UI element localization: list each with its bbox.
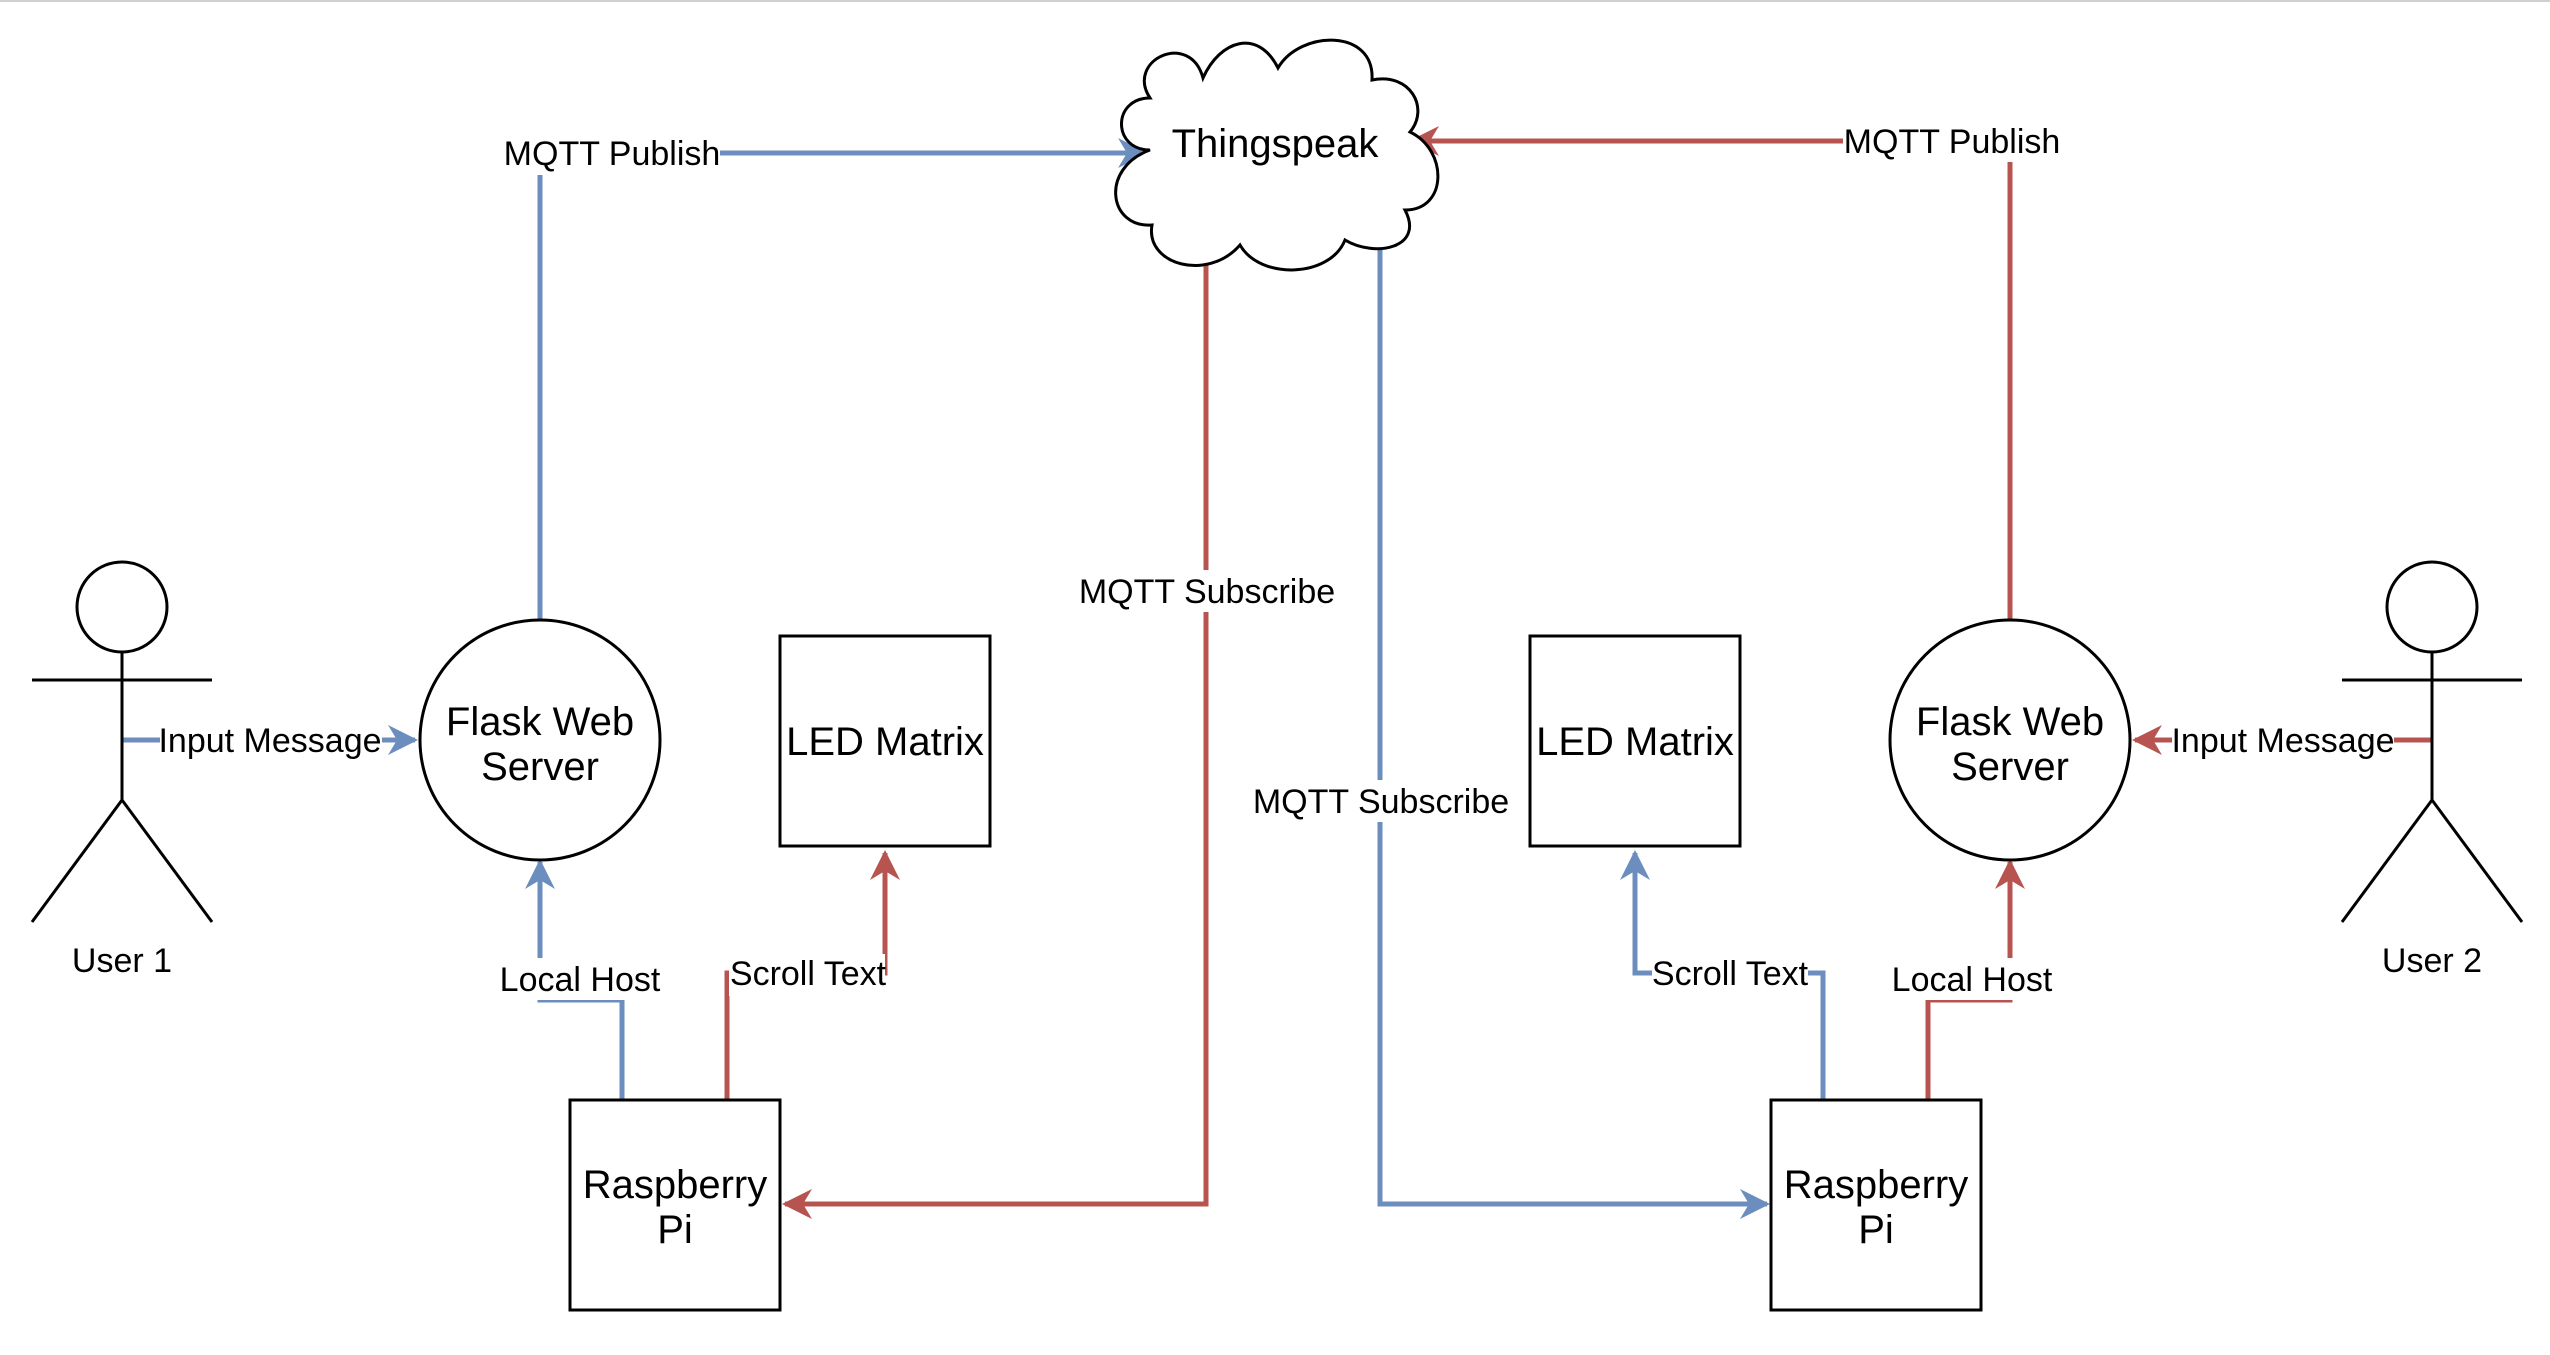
label-bg-left-localhost <box>498 958 664 1000</box>
label-bg-right-localhost <box>1890 958 2056 1000</box>
flask-web-server-right[interactable]: Flask Web Server <box>1888 618 2132 862</box>
label-right-localhost: Local Host <box>1892 961 2053 999</box>
flask-right-line1: Flask Web <box>1916 700 2104 744</box>
pi-left-line1: Raspberry <box>583 1163 768 1207</box>
led-matrix-right[interactable]: LED Matrix <box>1528 634 1742 848</box>
label-bg-right-input <box>2172 720 2394 762</box>
raspberry-pi-right[interactable]: Raspberry Pi <box>1769 1098 1983 1312</box>
edge-left-publish[interactable] <box>537 138 1148 620</box>
label-bg-right-publish <box>1843 120 2065 162</box>
label-bg-red-subscribe <box>1078 570 1336 612</box>
user-1-label: User 1 <box>72 942 172 980</box>
label-bg-left-scroll <box>729 954 885 996</box>
label-left-publish: MQTT Publish <box>504 135 721 173</box>
label-left-scroll: Scroll Text <box>730 955 887 993</box>
label-blue-subscribe: MQTT Subscribe <box>1253 783 1509 821</box>
label-bg-blue-subscribe <box>1252 780 1510 822</box>
flask-web-server-left[interactable]: Flask Web Server <box>418 618 662 862</box>
edge-red-subscribe[interactable] <box>782 217 1209 1219</box>
cloud-label: Thingspeak <box>1172 122 1380 166</box>
label-left-input: Input Message <box>158 722 381 760</box>
label-right-input: Input Message <box>2171 722 2394 760</box>
user-1-actor[interactable]: User 1 <box>30 560 214 980</box>
label-left-localhost: Local Host <box>500 961 661 999</box>
raspberry-pi-left[interactable]: Raspberry Pi <box>568 1098 782 1312</box>
flask-right-line2: Server <box>1951 745 2069 789</box>
led-matrix-left[interactable]: LED Matrix <box>778 634 992 848</box>
label-bg-left-publish <box>498 133 720 175</box>
label-bg-left-input <box>160 720 382 762</box>
user-2-head-icon <box>2385 560 2479 654</box>
edge-right-publish[interactable] <box>1409 126 2013 620</box>
label-right-scroll: Scroll Text <box>1652 955 1809 993</box>
pi-right-line2: Pi <box>1858 1208 1894 1252</box>
edge-blue-subscribe[interactable] <box>1377 217 1770 1219</box>
led-left-label: LED Matrix <box>786 720 984 764</box>
label-red-subscribe: MQTT Subscribe <box>1079 573 1335 611</box>
flask-left-line2: Server <box>481 745 599 789</box>
led-right-label: LED Matrix <box>1536 720 1734 764</box>
flask-left-line1: Flask Web <box>446 700 634 744</box>
label-right-publish: MQTT Publish <box>1844 123 2061 161</box>
pi-right-line1: Raspberry <box>1784 1163 1969 1207</box>
pi-left-line2: Pi <box>657 1208 693 1252</box>
label-bg-right-scroll <box>1652 954 1808 996</box>
thingspeak-cloud[interactable]: Thingspeak <box>1114 38 1440 272</box>
user-1-head-icon <box>75 560 169 654</box>
user-2-actor[interactable]: User 2 <box>2340 560 2524 980</box>
user-2-label: User 2 <box>2382 942 2482 980</box>
